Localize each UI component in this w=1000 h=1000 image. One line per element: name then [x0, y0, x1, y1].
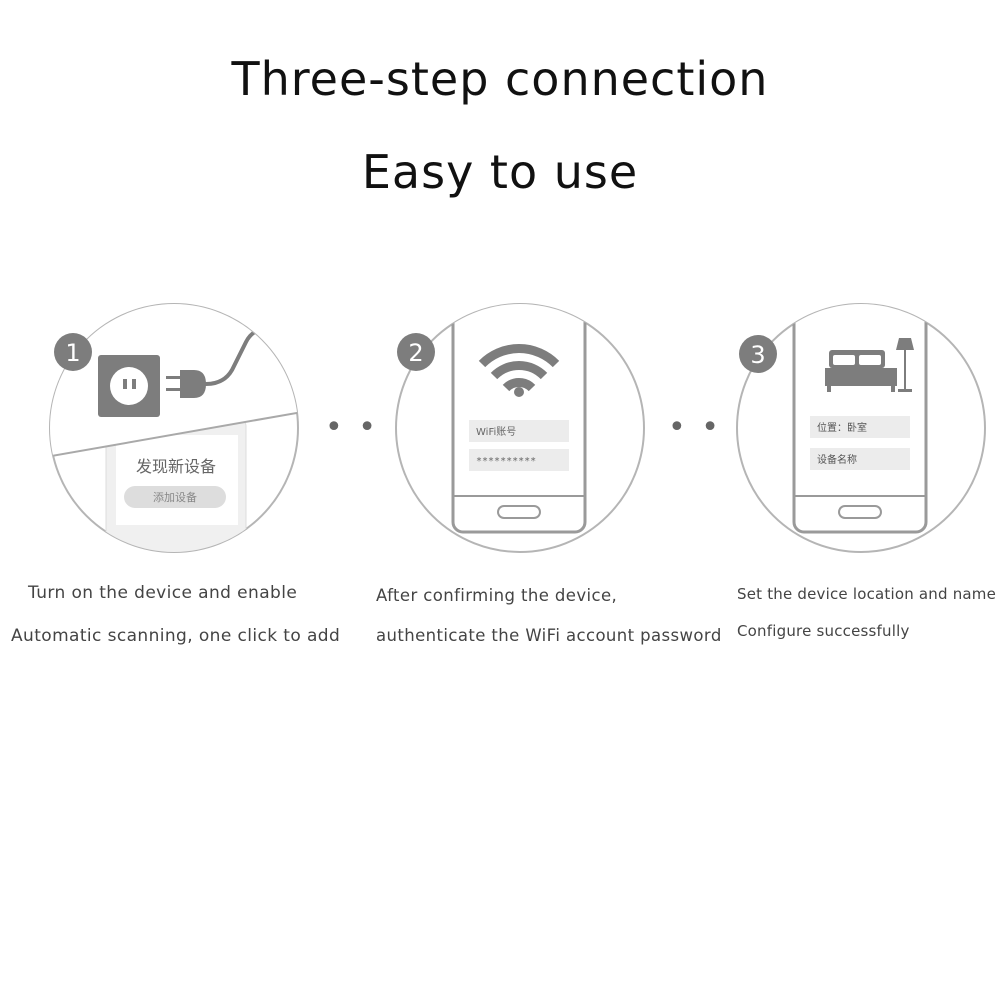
- device-name-field: 设备名称: [817, 453, 857, 466]
- step-1-caption-line-1: Turn on the device and enable: [28, 583, 298, 603]
- step-number: 3: [750, 341, 765, 369]
- add-device-button: 添加设备: [153, 490, 197, 504]
- step-3-illustration: 位置：卧室 设备名称 3: [733, 300, 989, 556]
- subheadline: Easy to use: [361, 145, 639, 199]
- step-2-illustration: WiFi账号 ********** 2: [392, 300, 648, 556]
- step-2-caption-line-2: authenticate the WiFi account password: [376, 626, 722, 645]
- power-socket-icon: [98, 355, 160, 417]
- location-field: 位置：卧室: [817, 421, 867, 434]
- step-number: 2: [408, 339, 423, 367]
- screen-title: 发现新设备: [136, 457, 216, 476]
- wifi-icon: [478, 344, 560, 397]
- wifi-account-field: WiFi账号: [476, 426, 516, 438]
- wifi-password-field: **********: [476, 456, 536, 467]
- step-number: 1: [65, 339, 80, 367]
- phone-outline: [451, 304, 587, 534]
- headline: Three-step connection: [231, 52, 769, 106]
- bed-icon: [825, 350, 897, 392]
- step-1-caption-line-2: Automatic scanning, one click to add: [11, 626, 341, 646]
- step-3-caption-line-1: Set the device location and name: [737, 585, 997, 603]
- step-2-caption-line-1: After confirming the device,: [376, 586, 618, 605]
- plug-icon: [166, 328, 260, 398]
- step-3-caption-line-2: Configure successfully: [737, 622, 910, 640]
- step-1-illustration: 发现新设备 添加设备 1: [46, 300, 302, 556]
- floor-lamp-icon: [896, 338, 914, 392]
